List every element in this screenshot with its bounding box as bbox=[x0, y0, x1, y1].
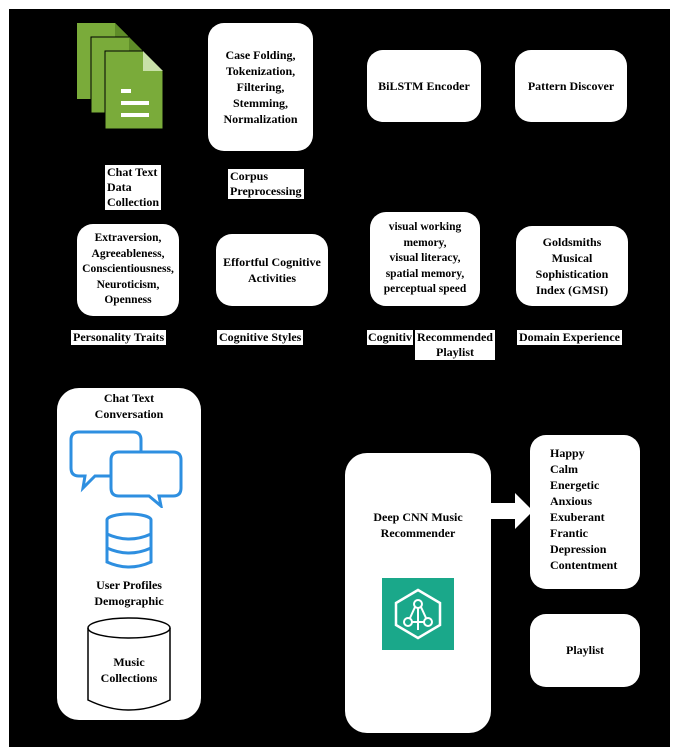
personality-traits-label: Personality Traits bbox=[71, 330, 167, 345]
cognitive-styles-label: Cognitive Styles bbox=[217, 330, 304, 345]
playlist-box: Playlist bbox=[530, 614, 640, 687]
document-stack-icon bbox=[77, 23, 164, 130]
emotion-item: Happy bbox=[550, 446, 585, 460]
recommended-playlist-label: Recommended Playlist bbox=[415, 330, 495, 360]
database-icon bbox=[105, 512, 153, 569]
output-arrow bbox=[491, 493, 533, 529]
gmsi-box: Goldsmiths Musical Sophistication Index … bbox=[516, 226, 628, 306]
preprocessing-steps-box: Case Folding, Tokenization, Filtering, S… bbox=[208, 23, 313, 151]
chat-text-conversation-title: Chat Text Conversation bbox=[94, 391, 164, 422]
recommender-title: Deep CNN Music Recommender bbox=[373, 510, 463, 541]
emotion-item: Frantic bbox=[550, 526, 588, 540]
music-collections-cylinder bbox=[87, 617, 171, 711]
emotions-list: Happy Calm Energetic Anxious Exuberant F… bbox=[550, 445, 617, 573]
emotion-item: Calm bbox=[550, 462, 578, 476]
pattern-discover-box: Pattern Discover bbox=[515, 50, 627, 122]
music-collections-label: Music Collections bbox=[100, 655, 158, 686]
effortful-cognitive-box: Effortful Cognitive Activities bbox=[216, 234, 328, 306]
chat-bubbles-icon bbox=[69, 430, 183, 508]
cognitive-abilities-box: visual working memory, visual literacy, … bbox=[370, 212, 480, 306]
input-data-panel: Chat Text Conversation User Profiles Dem… bbox=[57, 388, 201, 720]
domain-experience-label: Domain Experience bbox=[517, 330, 622, 345]
corpus-preprocessing-label: Corpus Preprocessing bbox=[228, 169, 304, 199]
emotion-item: Anxious bbox=[550, 494, 593, 508]
emotion-item: Contentment bbox=[550, 558, 618, 572]
emotion-item: Energetic bbox=[550, 478, 600, 492]
neural-network-icon bbox=[382, 578, 454, 650]
emotions-box: Happy Calm Energetic Anxious Exuberant F… bbox=[530, 435, 640, 589]
personality-traits-box: Extraversion, Agreeableness, Conscientio… bbox=[77, 224, 179, 316]
user-profiles-label: User Profiles Demographic bbox=[94, 578, 164, 609]
cognitive-abilities-label: Cognitiv bbox=[367, 330, 414, 345]
chat-text-data-collection-label: Chat Text Data Collection bbox=[105, 165, 161, 210]
diagram-canvas: Chat Text Data Collection Case Folding, … bbox=[9, 9, 670, 747]
bilstm-encoder-box: BiLSTM Encoder bbox=[367, 50, 481, 122]
emotion-item: Exuberant bbox=[550, 510, 605, 524]
recommender-panel: Deep CNN Music Recommender bbox=[345, 453, 491, 733]
emotion-item: Depression bbox=[550, 542, 607, 556]
